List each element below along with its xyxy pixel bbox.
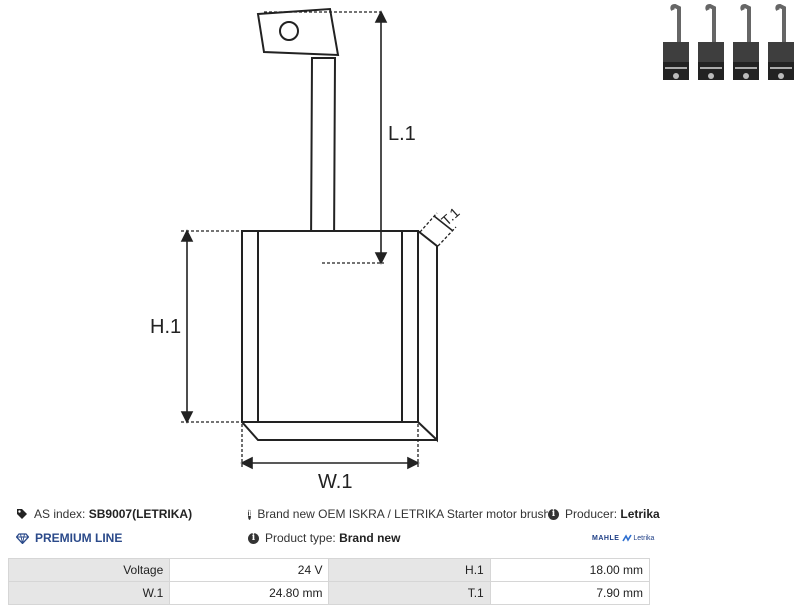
- spec-key: Voltage: [7, 558, 171, 582]
- description-text: Brand new OEM ISKRA / LETRIKA Starter mo…: [257, 507, 548, 521]
- info-icon: i: [248, 532, 259, 544]
- letrika-logo-icon: [622, 533, 633, 542]
- product-info: AS index: SB9007(LETRIKA) PREMIUM LINE i…: [0, 500, 800, 555]
- producer-label: Producer:: [565, 507, 618, 521]
- table-row: W.1 24.80 mm T.1 7.90 mm: [7, 581, 651, 605]
- dimension-label-t1: T.1: [438, 204, 463, 229]
- spec-key: T.1: [328, 581, 491, 605]
- as-index-row: AS index: SB9007(LETRIKA): [16, 505, 192, 523]
- info-icon: i: [248, 508, 252, 520]
- diamond-icon: [16, 532, 29, 544]
- brand-logo: MAHLE Letrika: [592, 529, 654, 547]
- spec-key: H.1: [328, 558, 491, 582]
- product-type-value: Brand new: [339, 531, 401, 545]
- as-index-label: AS index:: [34, 507, 86, 521]
- premium-line-label: PREMIUM LINE: [35, 531, 123, 545]
- info-icon: i: [548, 508, 559, 520]
- mahle-logo-text: MAHLE: [592, 534, 620, 542]
- as-index-value: SB9007(LETRIKA): [88, 507, 193, 521]
- table-row: Voltage 24 V H.1 18.00 mm: [7, 558, 651, 582]
- producer-value: Letrika: [620, 507, 660, 521]
- spec-key: W.1: [7, 581, 171, 605]
- spec-table: Voltage 24 V H.1 18.00 mm W.1 24.80 mm T…: [7, 558, 651, 605]
- spec-value: 18.00 mm: [489, 558, 651, 582]
- dimension-label-l1: L.1: [388, 123, 416, 145]
- tag-icon: [17, 509, 27, 519]
- spec-value: 24 V: [169, 558, 330, 582]
- description-row: i Brand new OEM ISKRA / LETRIKA Starter …: [248, 505, 548, 523]
- dimension-label-w1: W.1: [318, 471, 352, 493]
- producer-row: i Producer: Letrika: [548, 505, 660, 523]
- letrika-logo-text: Letrika: [633, 534, 655, 542]
- technical-drawing: L.1 H.1 W.1 T.1: [150, 7, 463, 493]
- premium-row: PREMIUM LINE: [16, 529, 122, 547]
- dimension-label-h1: H.1: [150, 316, 181, 338]
- product-photo[interactable]: [655, 2, 800, 82]
- product-type-row: i Product type: Brand new: [248, 529, 400, 547]
- terminal-lug: [256, 7, 340, 57]
- product-type-label: Product type:: [265, 531, 336, 545]
- spec-value: 24.80 mm: [169, 581, 330, 605]
- spec-value: 7.90 mm: [489, 581, 651, 605]
